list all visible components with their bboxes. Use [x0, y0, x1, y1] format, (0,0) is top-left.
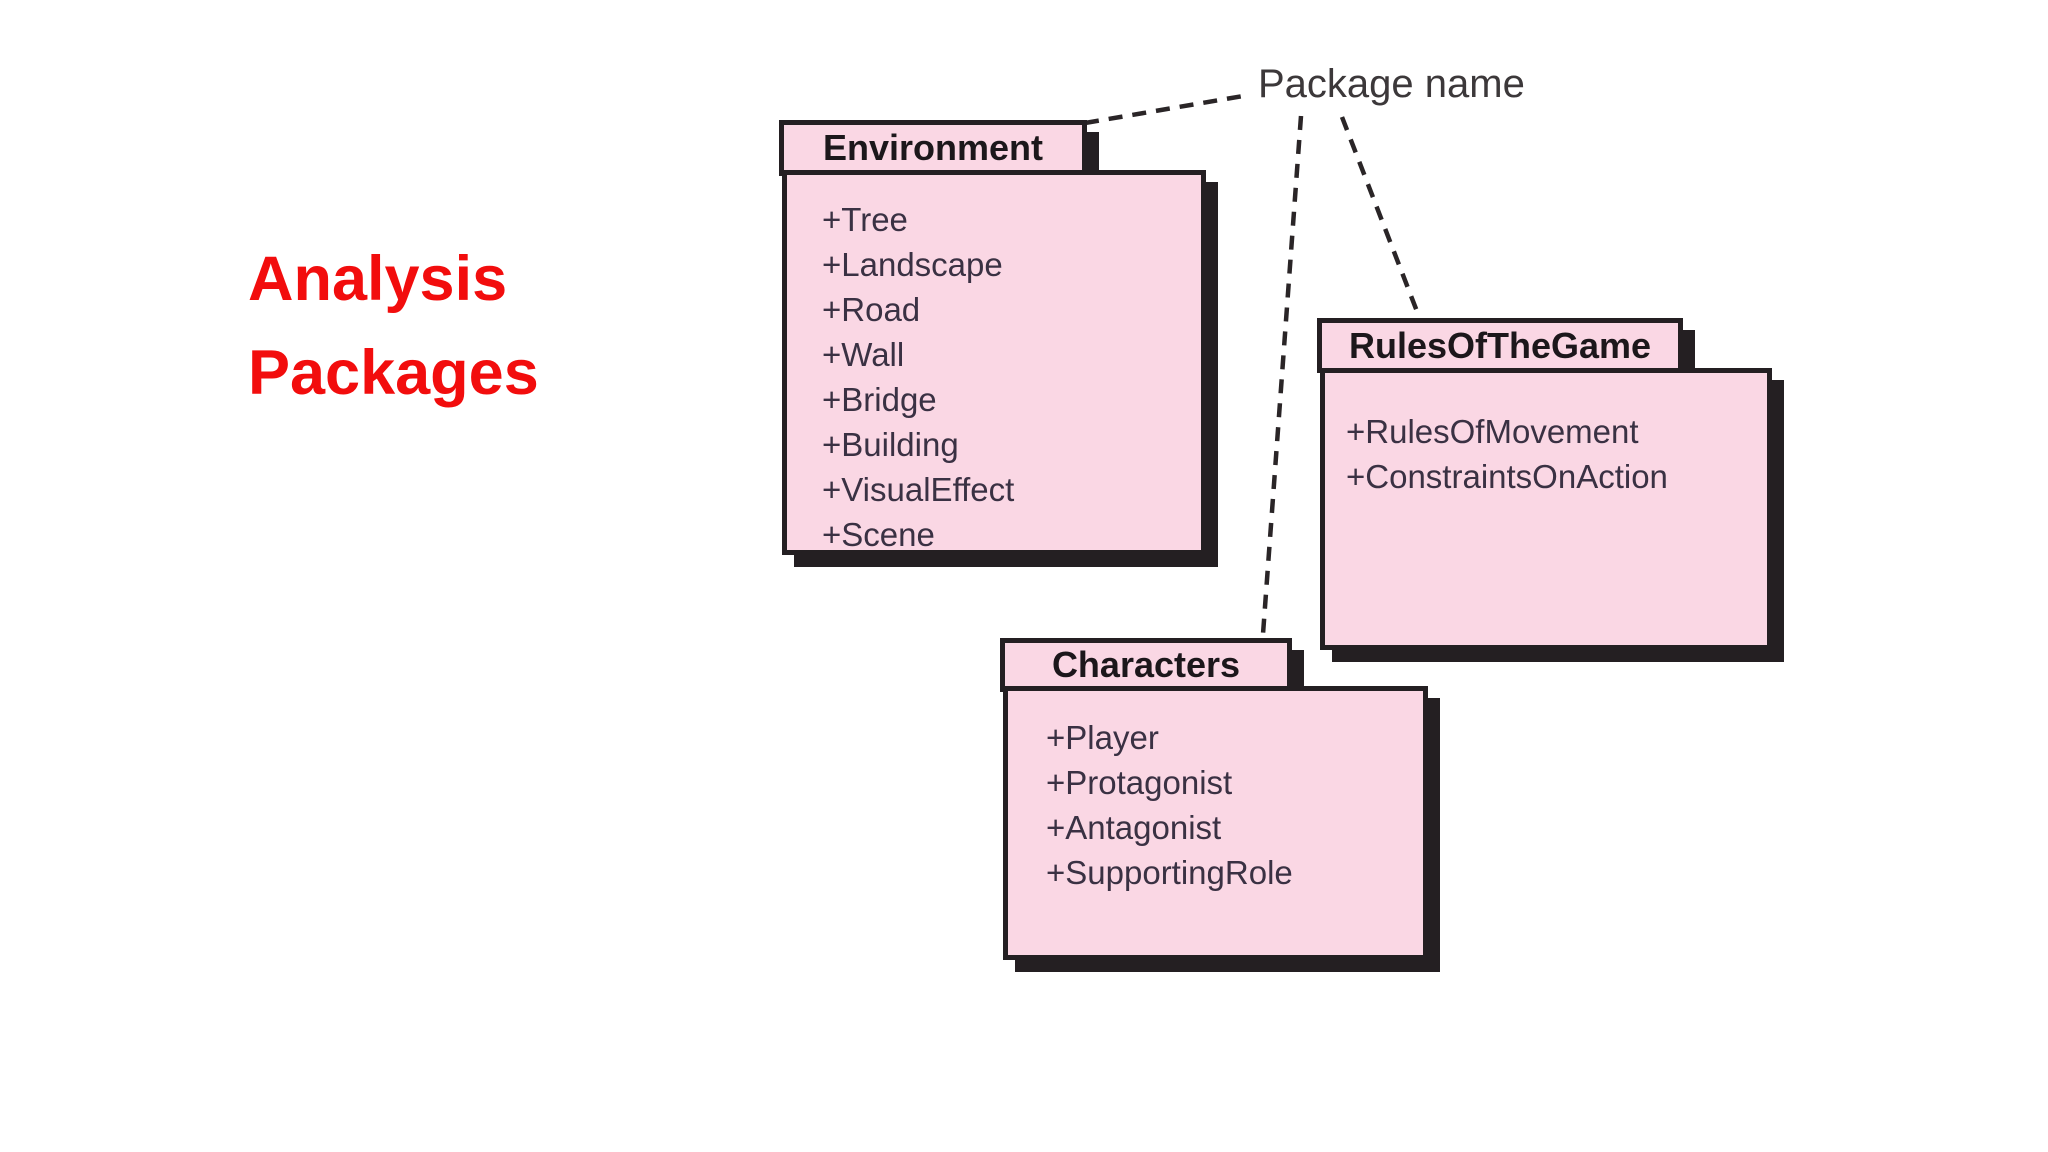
- package-item: +Tree: [822, 201, 908, 238]
- connector-to-environment-tab: [1084, 92, 1250, 126]
- package-environment-title: Environment: [822, 127, 1044, 168]
- package-environment-tab: Environment: [779, 120, 1087, 176]
- slide-heading: Analysis Packages: [248, 232, 539, 420]
- package-item: +Bridge: [822, 381, 937, 418]
- slide-heading-line-1: Analysis: [248, 244, 508, 314]
- package-item: +Protagonist: [1046, 764, 1233, 801]
- package-characters-body: +Player +Protagonist +Antagonist +Suppor…: [1003, 686, 1428, 960]
- package-rules-of-the-game-title: RulesOfTheGame: [1348, 324, 1652, 366]
- connector-to-characters-tab: [1260, 115, 1304, 635]
- package-item: +Scene: [822, 516, 935, 553]
- package-item: +Player: [1046, 719, 1159, 756]
- package-rules-of-the-game-body: +RulesOfMovement +ConstraintsOnAction: [1320, 368, 1772, 650]
- connector-to-rules-tab: [1339, 116, 1421, 315]
- package-item: +Landscape: [822, 246, 1003, 283]
- package-characters-title: Characters: [1051, 644, 1241, 685]
- package-environment-body: +Tree +Landscape +Road +Wall +Bridge +Bu…: [782, 170, 1206, 555]
- package-rules-of-the-game-tab: RulesOfTheGame: [1317, 318, 1683, 373]
- package-item: +Building: [822, 426, 959, 463]
- package-characters-tab: Characters: [1000, 638, 1292, 692]
- package-item: +Road: [822, 291, 921, 328]
- package-item: +VisualEffect: [822, 471, 1015, 508]
- package-item: +Antagonist: [1046, 809, 1222, 846]
- package-item: +SupportingRole: [1046, 854, 1293, 891]
- package-name-annotation: Package name: [1258, 62, 1525, 106]
- package-item: +ConstraintsOnAction: [1346, 458, 1668, 495]
- package-item: +RulesOfMovement: [1346, 413, 1639, 450]
- slide-heading-line-2: Packages: [248, 338, 539, 408]
- package-item: +Wall: [822, 336, 905, 373]
